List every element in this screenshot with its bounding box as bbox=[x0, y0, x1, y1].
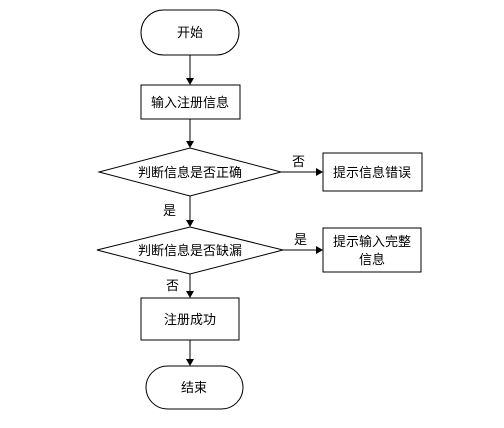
label-missing-no: 否 bbox=[166, 279, 179, 294]
node-start: 开始 bbox=[140, 9, 240, 56]
input-info-box bbox=[140, 84, 241, 120]
node-prompt-complete: 提示输入完整 信息 bbox=[322, 227, 422, 273]
label-correct-no: 否 bbox=[292, 155, 305, 170]
arrowhead-error bbox=[316, 168, 323, 176]
prompt-error-box bbox=[322, 152, 423, 192]
check-correct-diamond bbox=[97, 147, 283, 197]
end-label: 结束 bbox=[181, 381, 207, 396]
arrowhead-success bbox=[186, 291, 194, 298]
connectors bbox=[186, 55, 323, 366]
input-info-label: 输入注册信息 bbox=[151, 95, 229, 111]
label-correct-yes: 是 bbox=[163, 204, 176, 219]
prompt-complete-box bbox=[322, 227, 422, 273]
register-success-box bbox=[140, 297, 240, 341]
arrowhead-complete bbox=[316, 246, 323, 254]
check-correct-label: 判断信息是否正确 bbox=[138, 165, 242, 181]
end-terminator bbox=[145, 365, 244, 410]
check-missing-diamond bbox=[96, 226, 284, 275]
node-end: 结束 bbox=[145, 365, 244, 410]
node-input-info: 输入注册信息 bbox=[140, 84, 241, 120]
arrowhead-input bbox=[186, 78, 194, 85]
node-check-missing: 判断信息是否缺漏 bbox=[96, 226, 284, 275]
node-prompt-error: 提示信息错误 bbox=[322, 152, 423, 192]
register-success-label: 注册成功 bbox=[164, 313, 216, 328]
edge-labels: 否 是 是 否 bbox=[163, 155, 307, 294]
arrowhead-end bbox=[186, 359, 194, 366]
arrowhead-check-correct bbox=[186, 141, 194, 148]
prompt-complete-label-line1: 提示输入完整 bbox=[333, 234, 411, 250]
arrowhead-check-missing bbox=[186, 220, 194, 227]
prompt-complete-label-line2: 信息 bbox=[359, 252, 385, 268]
label-missing-yes: 是 bbox=[294, 233, 307, 248]
prompt-error-label: 提示信息错误 bbox=[333, 165, 411, 181]
node-register-success: 注册成功 bbox=[140, 297, 240, 341]
node-check-correct: 判断信息是否正确 bbox=[97, 147, 283, 197]
start-label: 开始 bbox=[177, 26, 203, 41]
start-terminator bbox=[140, 9, 240, 56]
check-missing-label: 判断信息是否缺漏 bbox=[138, 243, 242, 259]
